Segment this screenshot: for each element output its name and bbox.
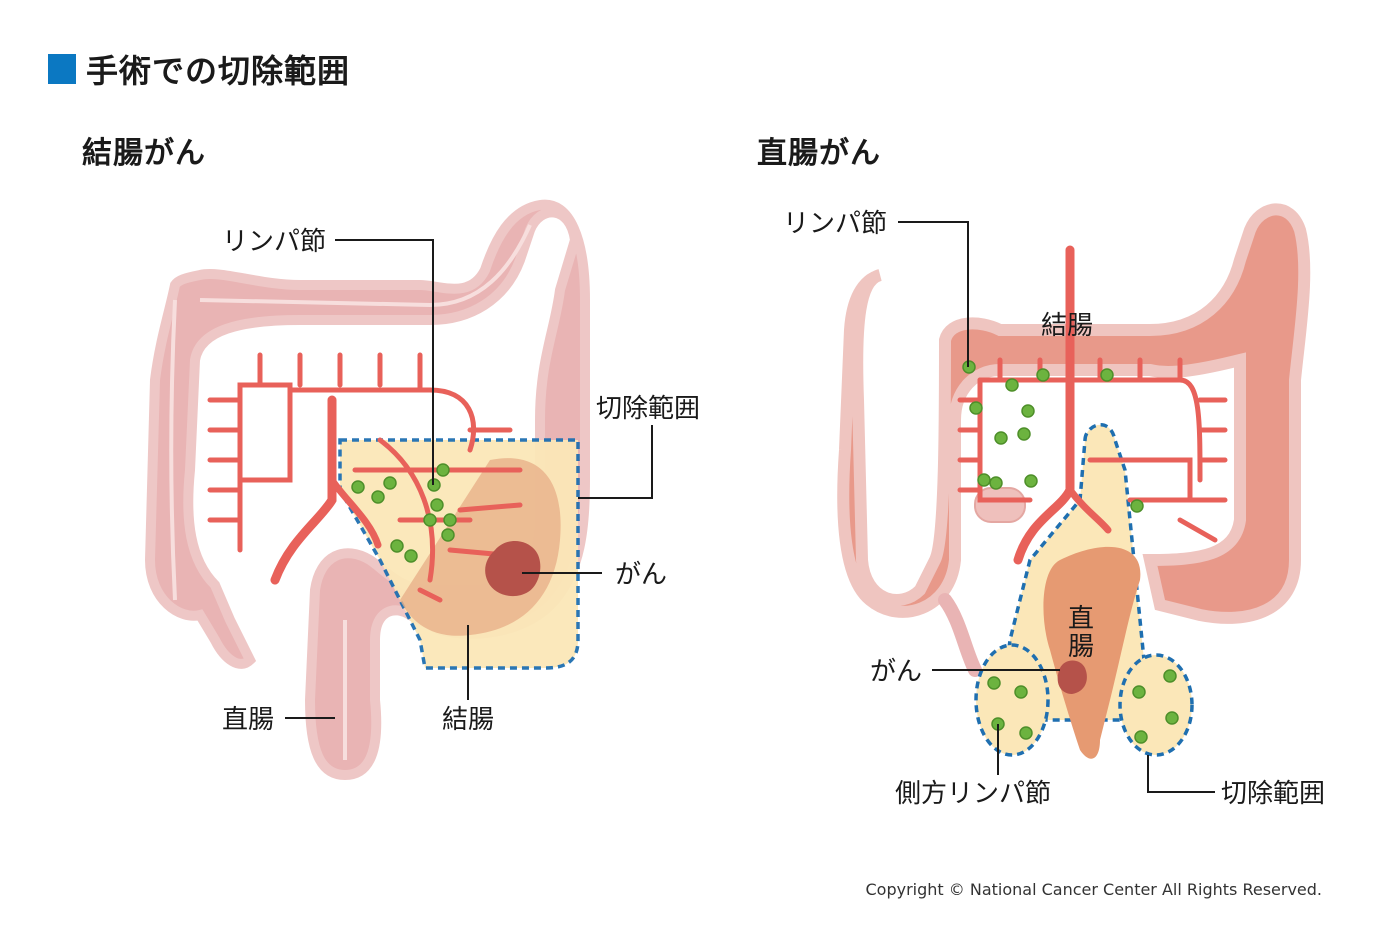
artery-left-twigs xyxy=(207,397,243,523)
leader-resection-area xyxy=(578,425,653,499)
lymph-node xyxy=(1130,499,1144,513)
lymph-node xyxy=(1165,711,1179,725)
page-title: 手術での切除範囲 xyxy=(48,46,350,92)
lymph-node xyxy=(1021,404,1035,418)
lymph-node xyxy=(1014,685,1028,699)
appendix xyxy=(938,593,982,677)
colon-cancer-title: 結腸がん xyxy=(82,136,206,171)
rectal-leader-lines xyxy=(898,221,1215,793)
lymph-node xyxy=(441,528,455,542)
artery-arc-lower xyxy=(377,437,436,583)
rectal-label-lymph-node: リンパ節 xyxy=(783,209,887,239)
colon-label-resection-area: 切除範囲 xyxy=(596,394,700,424)
colon-label-cancer: がん xyxy=(615,560,667,590)
rectal-label-lateral-lymph-node: 側方リンパ節 xyxy=(895,779,1051,809)
rectal-label-rectum-2: 腸 xyxy=(1068,632,1094,662)
lymph-node xyxy=(1019,726,1033,740)
copyright-notice: Copyright © National Cancer Center All R… xyxy=(865,880,1323,899)
lymph-node xyxy=(404,549,418,563)
artery-main xyxy=(270,395,337,585)
lymph-node xyxy=(994,431,1008,445)
lateral-resection-left xyxy=(974,643,1050,757)
lymph-node xyxy=(1163,669,1177,683)
lateral-resection-right xyxy=(1118,653,1194,757)
colon-inner-line-left xyxy=(169,299,177,601)
rectal-label-resection-area: 切除範囲 xyxy=(1221,779,1325,809)
lymph-node xyxy=(390,539,404,553)
lymph-node xyxy=(977,473,991,487)
rectal-arteries xyxy=(957,245,1228,565)
rectal-artery-right-loop xyxy=(1087,457,1193,503)
lymph-node xyxy=(1036,368,1050,382)
lymph-node xyxy=(430,498,444,512)
rectal-cancer-title: 直腸がん xyxy=(757,136,881,171)
artery-top-twigs xyxy=(257,352,423,393)
colon-label-lymph-node: リンパ節 xyxy=(222,227,326,257)
lymph-node xyxy=(1024,474,1038,488)
colon-label-colon: 結腸 xyxy=(442,705,494,735)
lymph-node xyxy=(423,513,437,527)
page-title-text: 手術での切除範囲 xyxy=(86,52,351,90)
lymph-node xyxy=(1132,685,1146,699)
lymph-node xyxy=(987,676,1001,690)
lymph-node xyxy=(969,401,983,415)
lymph-node xyxy=(443,513,457,527)
rectal-label-cancer: がん xyxy=(870,657,922,687)
lymph-node xyxy=(1100,368,1114,382)
lymph-node xyxy=(1017,427,1031,441)
rectal-colon-frame xyxy=(837,203,1311,624)
rectal-label-colon: 結腸 xyxy=(1041,311,1093,341)
leader-rectal-lymph-node xyxy=(898,221,969,367)
lymph-node xyxy=(1005,378,1019,392)
rectal-label-rectum-1: 直 xyxy=(1068,604,1094,634)
leader-lymph-node xyxy=(335,239,434,485)
artery-branch-right xyxy=(328,476,382,549)
lymph-node xyxy=(351,480,365,494)
rectal-artery-branch xyxy=(1066,486,1112,534)
rectal-artery-right-twigs xyxy=(1177,397,1228,543)
colon-lymph-nodes xyxy=(351,463,457,563)
artery-right-twigs xyxy=(417,427,523,603)
colon-leader-lines xyxy=(285,239,653,719)
colon-cancer-diagram: リンパ節 切除範囲 がん 直腸 結腸 xyxy=(144,199,700,781)
lymph-node xyxy=(989,476,1003,490)
lymph-node xyxy=(436,463,450,477)
colon-inner-line-top xyxy=(199,224,532,308)
rectal-artery-left-loop xyxy=(977,377,1033,503)
rectal-cancer-diagram: リンパ節 結腸 直 腸 がん 側方リンパ節 切除範囲 xyxy=(783,203,1325,809)
rectal-lymph-nodes xyxy=(962,360,1179,744)
colon-label-rectum: 直腸 xyxy=(222,705,274,735)
rectal-artery-left-twigs xyxy=(957,397,983,493)
lymph-node xyxy=(1134,730,1148,744)
colon-tumor xyxy=(485,541,541,597)
artery-loop-left xyxy=(237,382,293,483)
lymph-node xyxy=(371,490,385,504)
rectum-shape xyxy=(1043,546,1141,759)
colon-arteries xyxy=(207,352,523,603)
leader-rectal-resection xyxy=(1147,755,1215,793)
lymph-node xyxy=(383,476,397,490)
rectal-tumor xyxy=(1057,660,1087,694)
title-marker-square xyxy=(48,54,76,84)
